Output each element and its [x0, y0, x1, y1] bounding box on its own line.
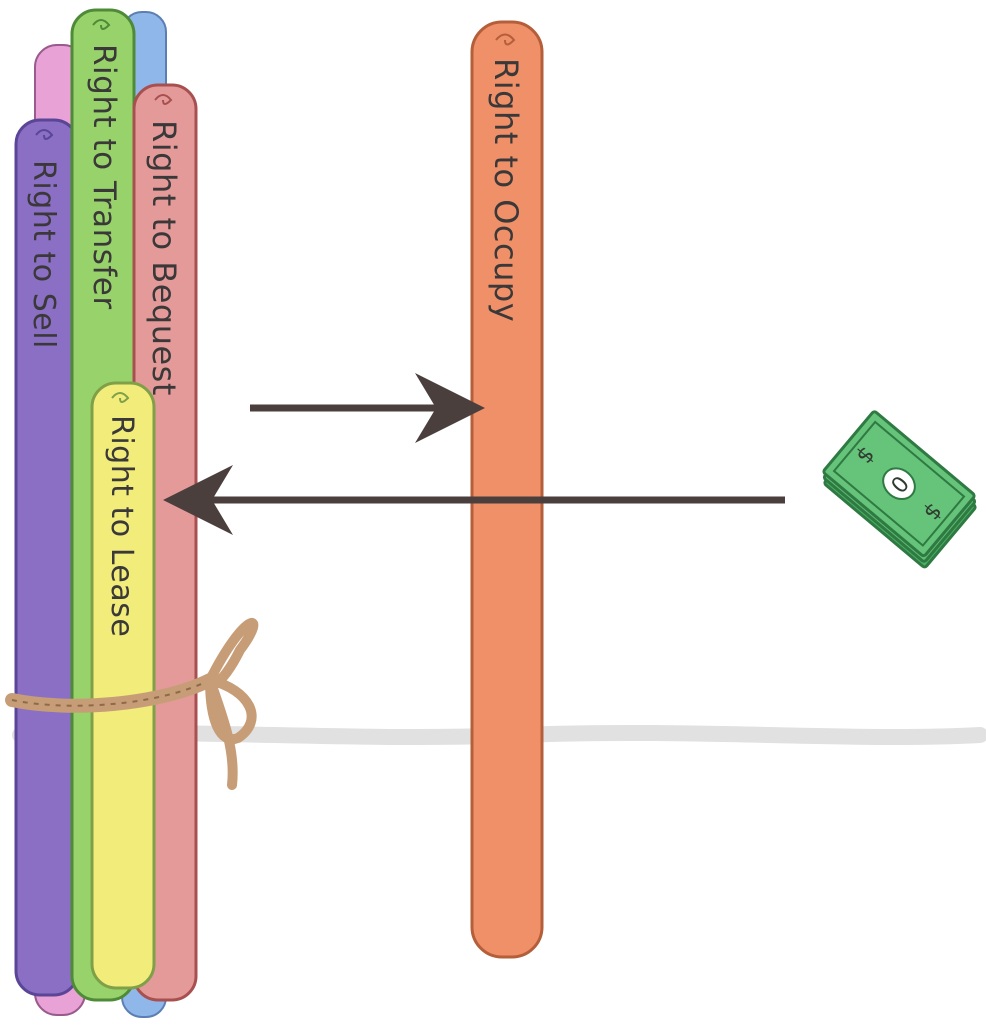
money-stack: $ 0 $: [818, 411, 982, 568]
label-right-to-bequest: Right to Bequest: [148, 120, 180, 396]
label-right-to-lease: Right to Lease: [106, 415, 136, 637]
label-right-to-transfer: Right to Transfer: [88, 44, 119, 310]
label-right-to-occupy: Right to Occupy: [490, 58, 522, 322]
label-right-to-sell: Right to Sell: [28, 160, 58, 349]
